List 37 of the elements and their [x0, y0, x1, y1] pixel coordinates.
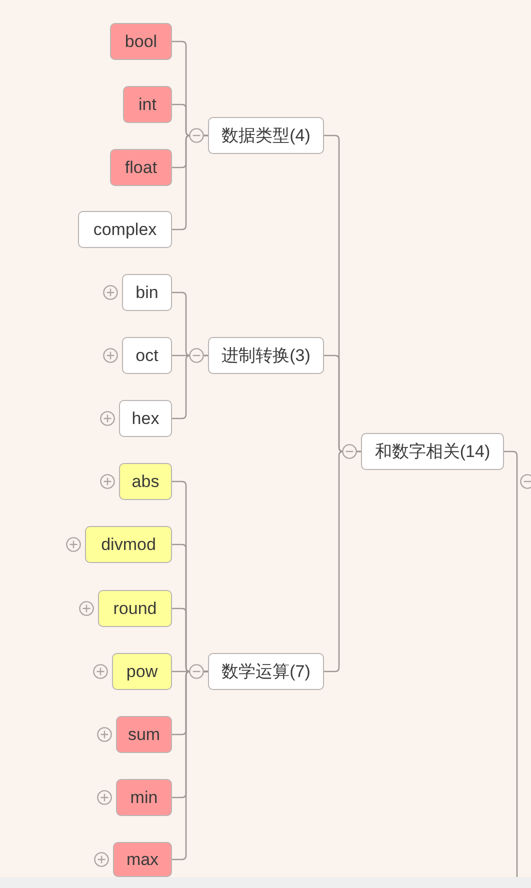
- topic-box: [361, 433, 504, 470]
- topic-label: min: [130, 788, 158, 808]
- topic-label: bool: [124, 32, 158, 52]
- topic-label: sum: [128, 724, 160, 744]
- topic-label: complex: [93, 220, 157, 240]
- topic-label: hex: [132, 408, 160, 428]
- topic-label: divmod: [101, 534, 156, 554]
- topic-label: pow: [126, 662, 158, 682]
- topic-box: [110, 23, 172, 60]
- topic-label: 数学运算(7): [222, 661, 310, 683]
- topic-box: [122, 337, 172, 374]
- topic-box: [85, 526, 172, 563]
- topic-label: bin: [136, 282, 158, 302]
- topic-box: [78, 211, 172, 248]
- topic-label: int: [138, 94, 156, 114]
- topic-label: max: [126, 850, 159, 870]
- topic-box: [98, 590, 172, 627]
- topic-label: oct: [136, 346, 158, 366]
- topic-box: [119, 400, 172, 437]
- topic-box: [208, 117, 324, 154]
- topic-box: [123, 86, 172, 123]
- topic-box: [112, 653, 172, 690]
- topic-box: [110, 149, 172, 186]
- topic-box: [116, 779, 172, 816]
- connector-line: [324, 450, 361, 672]
- topic-box: [113, 842, 172, 877]
- topic-label: 数据类型(4): [222, 125, 310, 147]
- topic-box: [116, 716, 172, 753]
- topic-box: [122, 274, 172, 311]
- topic-label: round: [113, 598, 157, 618]
- topic-label: 进制转换(3): [222, 345, 310, 367]
- topic-box: [119, 463, 172, 500]
- topic-box: [208, 653, 324, 690]
- topic-label: float: [124, 158, 158, 178]
- topic-label: abs: [132, 472, 160, 492]
- topic-box: [208, 337, 324, 374]
- topic-label: 和数字相关(14): [374, 441, 490, 463]
